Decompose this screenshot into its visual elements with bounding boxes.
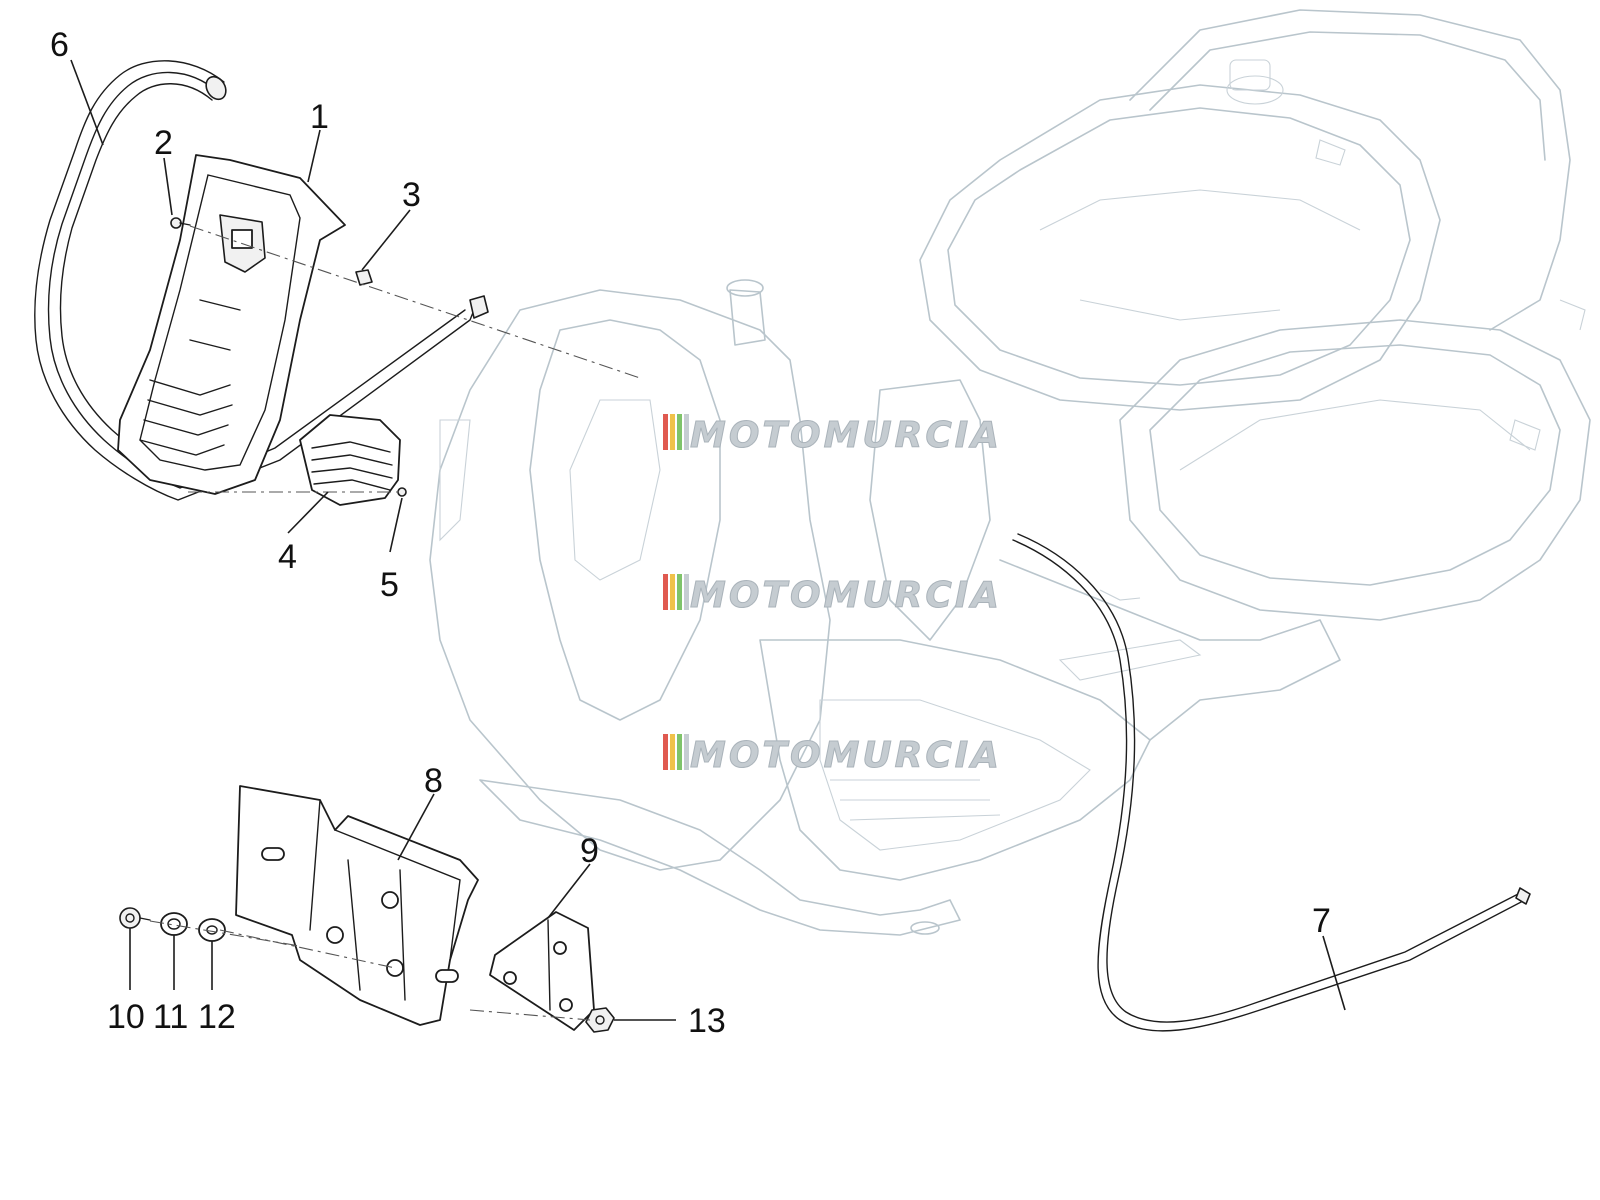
callout-11: 11: [153, 998, 188, 1036]
watermark-text: MOTOMURCIA: [690, 415, 1002, 456]
watermark-2: MOTOMURCIA: [663, 574, 1002, 617]
watermark-text: MOTOMURCIA: [690, 735, 1002, 776]
callout-7: 7: [1312, 902, 1331, 940]
watermark-stripe: [677, 414, 682, 450]
callout-4: 4: [278, 538, 297, 576]
watermark-stripe: [670, 574, 675, 610]
watermark-stripe: [663, 574, 668, 610]
watermark-stripe: [670, 414, 675, 450]
part-11-spacer[interactable]: [160, 912, 188, 936]
callout-labels: 6 1 2 3 4 5 8 9 7 10 11 12 13: [50, 26, 1331, 1040]
watermark-1: MOTOMURCIA: [663, 414, 1002, 457]
callout-9: 9: [580, 832, 599, 870]
part-5-screw[interactable]: [397, 487, 407, 497]
watermark-stripe: [677, 574, 682, 610]
watermark-stripe: [670, 734, 675, 770]
watermark-stripe: [684, 574, 689, 610]
watermark-stripe: [684, 734, 689, 770]
callout-5: 5: [380, 566, 399, 604]
part-1-horn-cover[interactable]: [117, 154, 346, 495]
part-13-nut[interactable]: [585, 1007, 615, 1033]
watermark-text: MOTOMURCIA: [690, 575, 1002, 616]
part-2-screw[interactable]: [170, 217, 191, 229]
part-4-grille[interactable]: [299, 414, 401, 506]
callout-13: 13: [688, 1002, 726, 1040]
callout-8: 8: [424, 762, 443, 800]
part-7-footboard-trim[interactable]: [1012, 533, 1531, 1032]
part-9-plate[interactable]: [489, 911, 595, 1031]
callout-2: 2: [154, 124, 173, 162]
watermark-stripe: [684, 414, 689, 450]
scooter-body-frame: [429, 9, 1591, 936]
part-3-clip-nut[interactable]: [355, 269, 373, 286]
watermark-3: MOTOMURCIA: [663, 734, 1002, 777]
callout-6: 6: [50, 26, 69, 64]
watermark-stripe: [663, 734, 668, 770]
assembly-lines: [149, 225, 641, 1021]
watermark-stripe: [677, 734, 682, 770]
leader-lines: [70, 59, 1346, 1021]
callout-1: 1: [310, 98, 329, 136]
callout-12: 12: [198, 998, 236, 1036]
callout-3: 3: [402, 176, 421, 214]
part-6-shield-trim[interactable]: [34, 60, 489, 501]
watermark-stripe: [663, 414, 668, 450]
callout-10: 10: [107, 998, 145, 1036]
part-8-bracket[interactable]: [235, 785, 479, 1026]
part-10-bolt[interactable]: [119, 907, 151, 929]
